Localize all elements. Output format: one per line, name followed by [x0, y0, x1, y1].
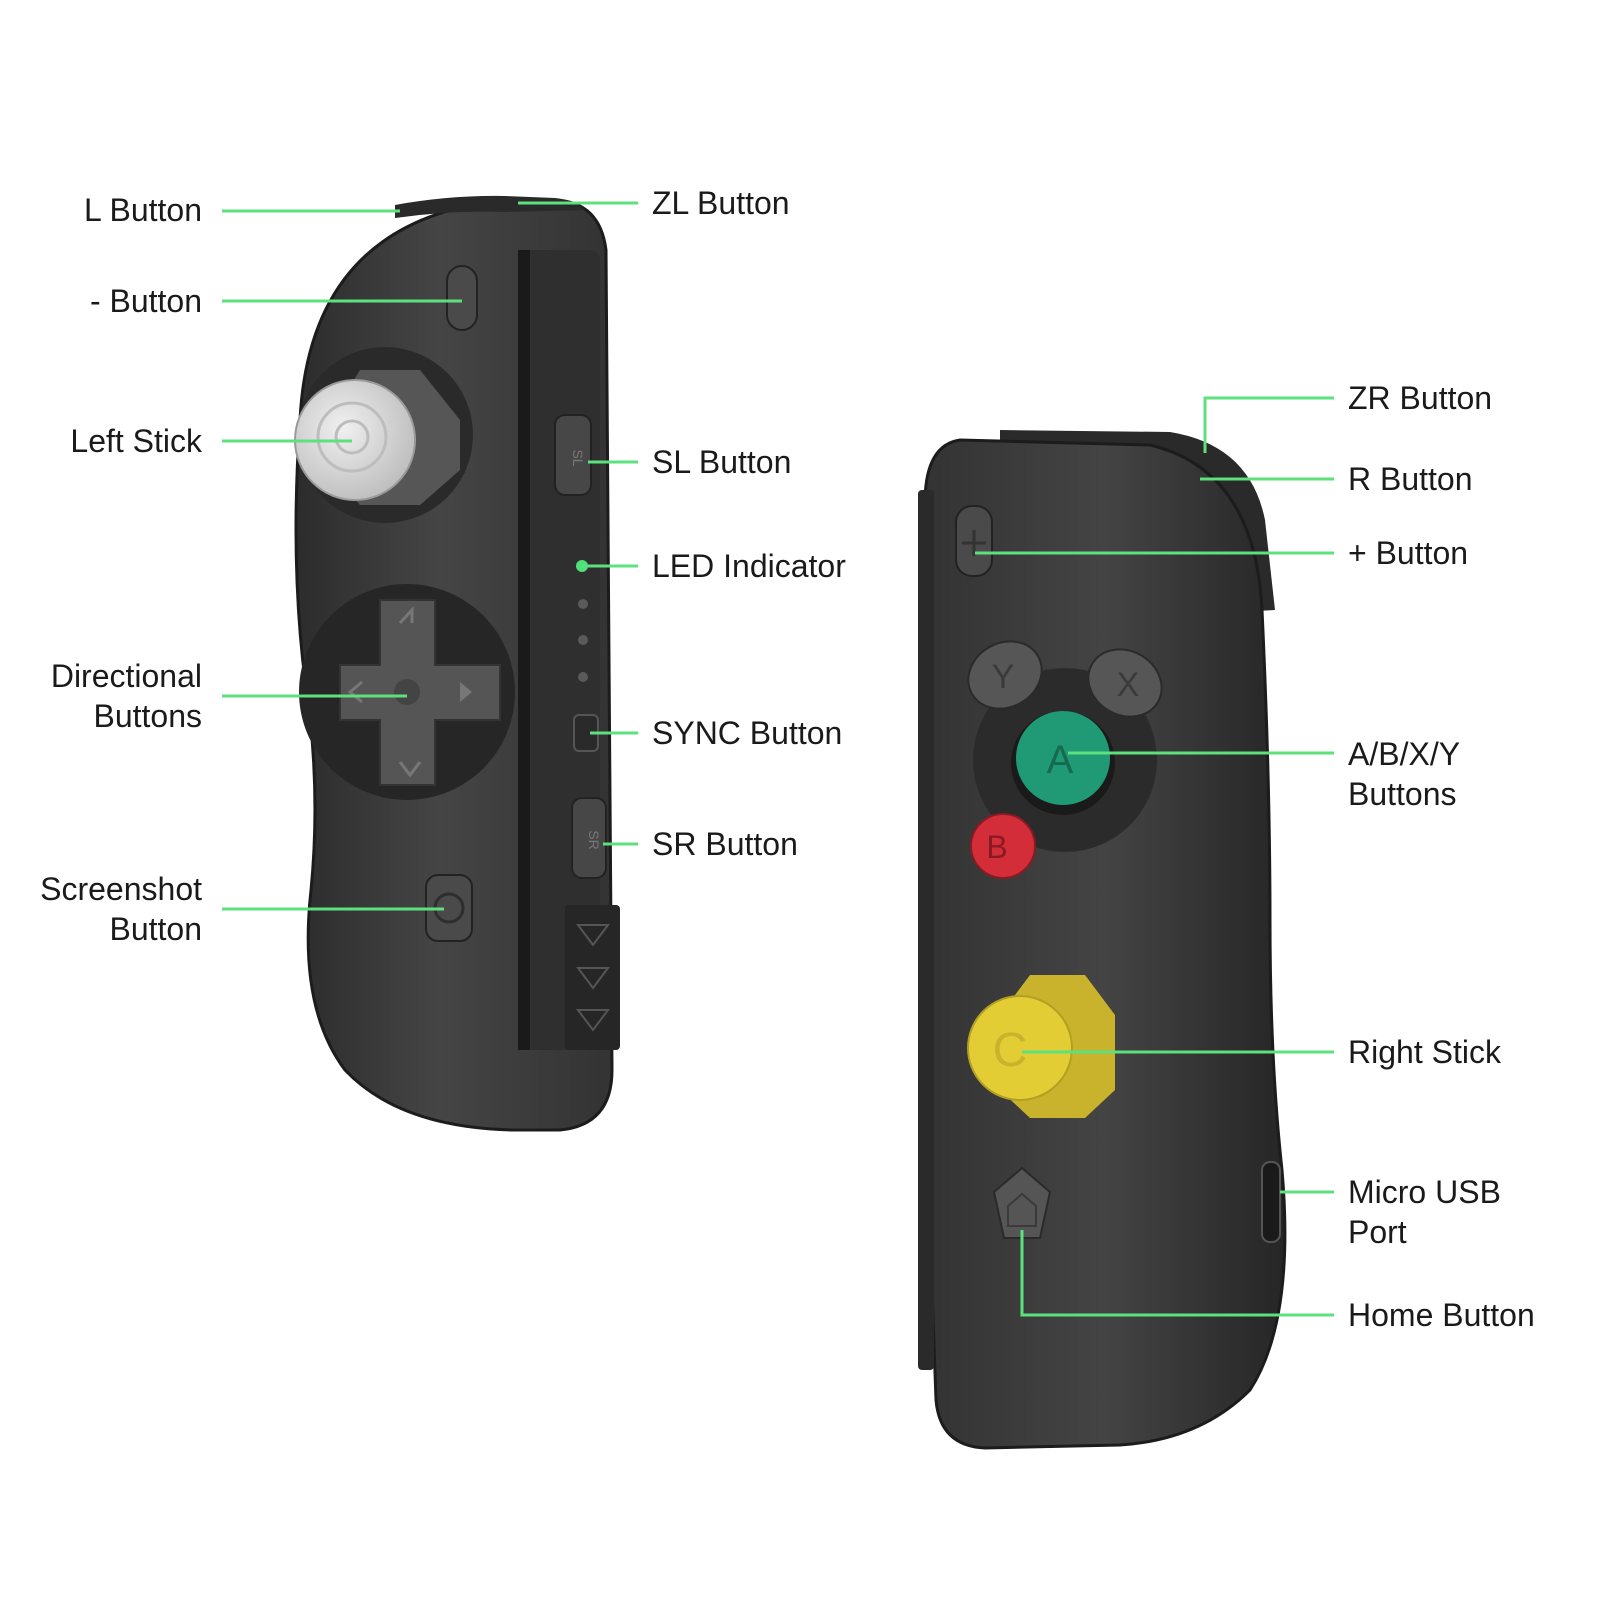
label-sl-button: SL Button [652, 444, 792, 480]
left-rail-slot [518, 250, 530, 1050]
label-home-button: Home Button [1348, 1297, 1535, 1333]
x-glyph: X [1117, 666, 1140, 704]
label-left-stick: Left Stick [70, 423, 202, 459]
a-button[interactable] [1016, 711, 1110, 805]
dpad-up-arrow-icon [398, 606, 414, 625]
right-rail [918, 490, 934, 1370]
dpad-icon[interactable] [339, 599, 501, 786]
dpad-down-arrow-icon [398, 761, 422, 778]
left-shoulder [395, 195, 585, 218]
led-2 [578, 599, 588, 609]
minus-button[interactable] [446, 265, 478, 331]
sl-glyph: SL [570, 449, 586, 466]
right-stick[interactable] [967, 995, 1073, 1101]
label-minus-button: - Button [89, 283, 202, 319]
right-joycon-body [923, 438, 1287, 1450]
plus-button-icon [962, 530, 986, 556]
sr-button[interactable] [571, 797, 607, 879]
sl-button[interactable] [554, 414, 592, 496]
sr-glyph: SR [586, 830, 602, 849]
x-button[interactable] [1076, 636, 1174, 729]
left-joycon: SL SR [294, 195, 620, 1132]
y-button[interactable] [956, 628, 1054, 721]
label-sr-button: SR Button [652, 826, 798, 862]
usb-port-icon [1261, 1161, 1281, 1243]
label-led-indicator: LED Indicator [652, 548, 846, 584]
right-joycon: Y X A B C [918, 430, 1287, 1450]
b-glyph: B [986, 829, 1007, 865]
label-l-button: L Button [83, 192, 202, 228]
led-3 [578, 635, 588, 645]
label-plus-button: + Button [1348, 535, 1469, 571]
led-4 [578, 672, 588, 682]
left-stick-ring-1 [316, 401, 388, 473]
strap-arrow-2-icon [576, 967, 610, 990]
label-r-button: R Button [1348, 461, 1473, 497]
label-zr-button: ZR Button [1348, 380, 1493, 416]
dpad-left-arrow-icon [347, 680, 363, 704]
home-house-icon [1007, 1192, 1037, 1227]
dpad-center [394, 679, 420, 705]
leader-lines [222, 201, 1334, 1317]
left-stick-ring-2 [334, 419, 370, 455]
label-right-stick: Right Stick [1348, 1034, 1501, 1070]
a-glyph: A [1047, 738, 1074, 782]
dpad-right-arrow-icon [460, 682, 472, 702]
leader-zr-button [1203, 396, 1334, 453]
c-glyph: C [993, 1024, 1028, 1077]
strap-arrow-1-icon [576, 924, 610, 947]
b-button[interactable] [970, 813, 1036, 879]
y-glyph: Y [992, 658, 1015, 696]
leader-home [1020, 1230, 1334, 1317]
strap-arrow-3-icon [576, 1009, 610, 1032]
label-sync-button: SYNC Button [652, 715, 843, 751]
label-zl-button: ZL Button [652, 185, 790, 221]
